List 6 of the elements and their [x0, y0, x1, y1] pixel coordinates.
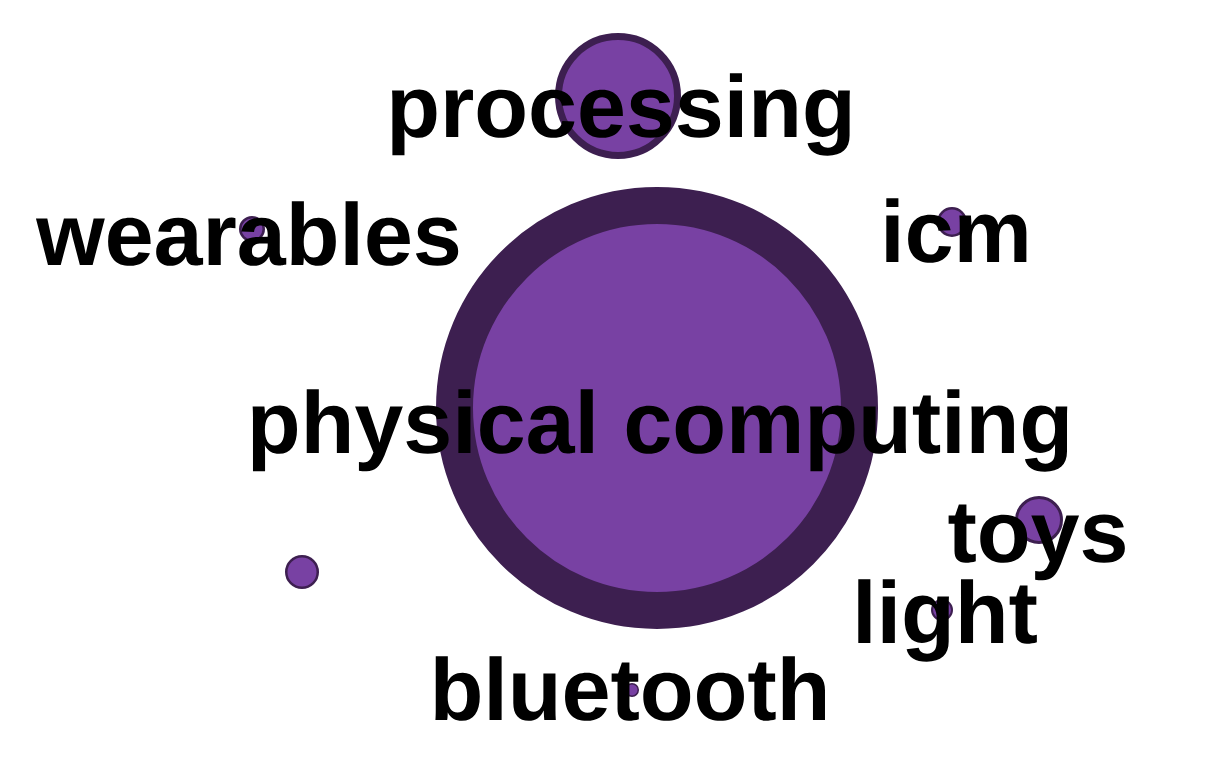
labeled-bubble: wearables — [35, 201, 459, 266]
bubble — [285, 555, 319, 589]
labeled-bubble: toys — [948, 496, 1125, 581]
labeled-bubble: bluetooth — [435, 656, 825, 721]
labeled-bubble: icm — [886, 198, 1027, 263]
labeled-bubble: light — [858, 579, 1037, 662]
